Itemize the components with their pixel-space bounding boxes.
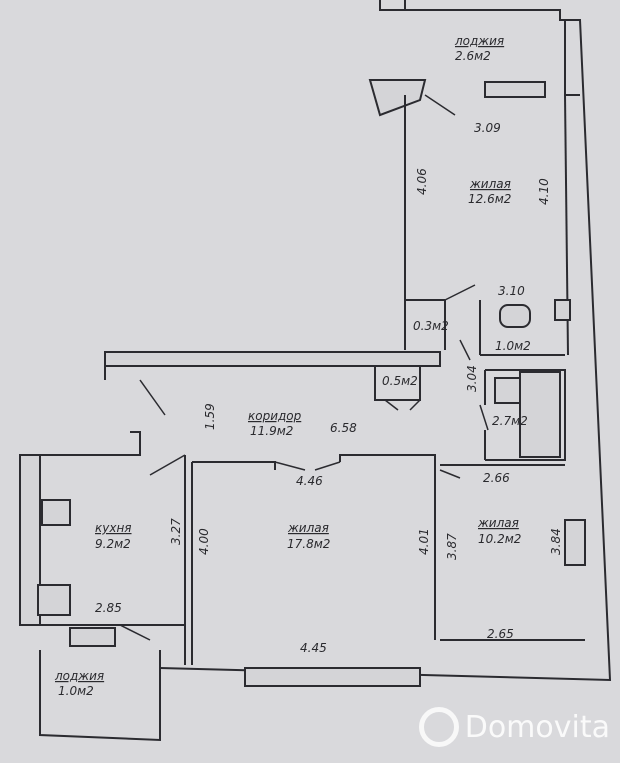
room-area-closet: 0.5м2 [382,374,418,388]
dimension: 3.87 [445,533,459,560]
room-name-bedroom-top: жилая [469,177,511,191]
dimension: 2.85 [95,601,122,615]
room-area-kitchen: 9.2м2 [95,537,131,551]
room-name-corridor: коридор [248,409,302,423]
room-area-bath: 2.7м2 [492,414,528,428]
room-name-kitchen: кухня [95,521,132,535]
room-area-corridor: 11.9м2 [250,424,293,438]
room-labels: лоджия 2.6м2 жилая 12.6м2 коридор 11.9м2… [54,34,531,698]
room-name-loggia-bottom: лоджия [54,669,104,683]
dimension: 4.01 [417,528,431,555]
walls [19,0,612,742]
dimension: 4.06 [415,168,429,195]
room-area-loggia-top: 2.6м2 [455,49,491,63]
watermark-logo-icon [418,707,459,747]
dimension: 4.00 [197,528,211,555]
dimension: 3.84 [549,528,563,555]
dimension: 4.46 [296,474,323,488]
room-area-bedroom-top: 12.6м2 [468,192,511,206]
dimension: 3.04 [465,365,479,392]
dimension-labels: 3.09 4.06 4.10 3.10 3.04 1.59 6.58 4.46 … [95,121,563,655]
room-area-living: 17.8м2 [287,537,330,551]
room-area-bath-small: 1.0м2 [495,339,531,353]
dimension: 3.27 [169,518,183,545]
door-swings [119,94,489,641]
dimension: 4.10 [537,178,551,205]
dimension: 2.66 [483,471,510,485]
dimension: 2.65 [487,627,514,641]
dimension: 1.59 [203,403,217,430]
watermark-text: Domovita [464,709,610,745]
dimension: 3.09 [474,121,501,135]
room-name-bedroom-right: жилая [477,516,519,530]
dimension: 6.58 [330,421,357,435]
room-area-loggia-bottom: 1.0м2 [58,684,94,698]
dimension: 4.45 [300,641,327,655]
room-name-loggia-top: лоджия [454,34,504,48]
dimension: 3.10 [498,284,525,298]
room-area-closet-small: 0.3м2 [413,319,449,333]
watermark: Domovita [418,707,610,747]
room-area-bedroom-right: 10.2м2 [478,532,521,546]
room-name-living: жилая [287,521,329,535]
